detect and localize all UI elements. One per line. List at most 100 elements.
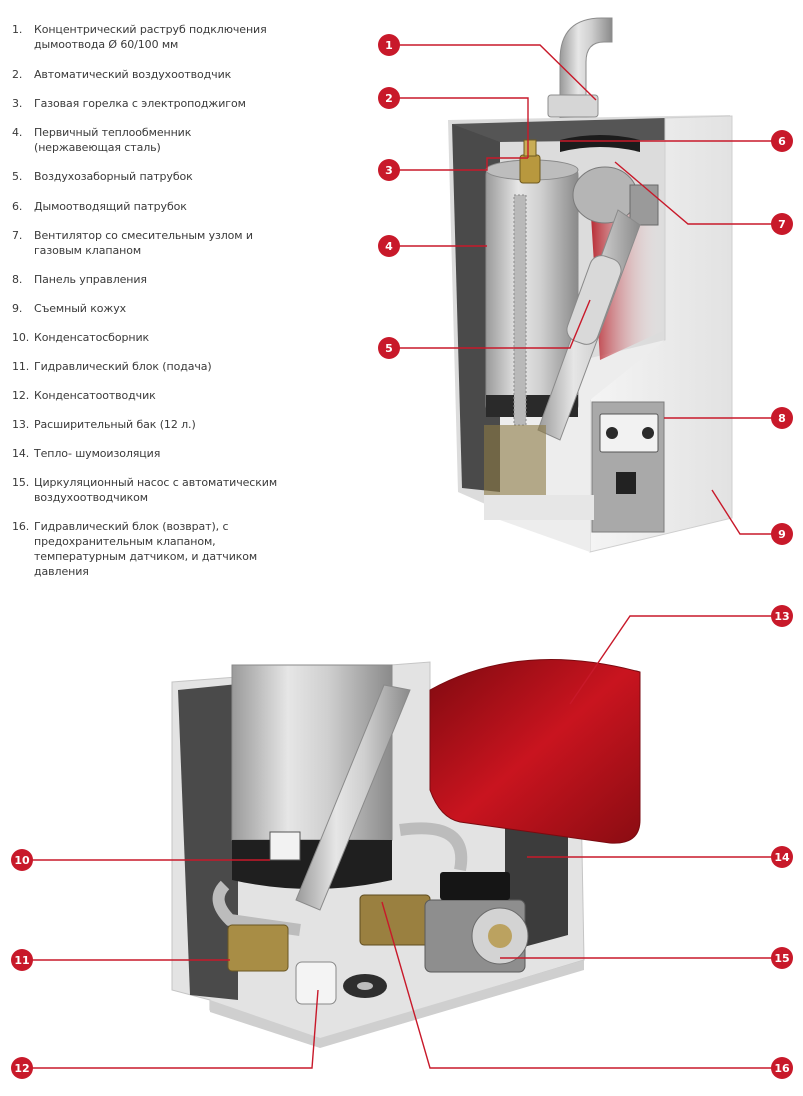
legend-number: 1. xyxy=(12,23,23,36)
legend-text: Газовая горелка с электроподжигом xyxy=(34,97,246,110)
legend-text: Съемный кожух xyxy=(34,302,127,315)
callout-number: 7 xyxy=(778,218,786,231)
legend-text: Циркуляционный насос с автоматическим во… xyxy=(34,476,278,504)
callout-number: 2 xyxy=(385,92,393,105)
legend-number: 16. xyxy=(12,520,30,533)
cutaway-air-pipe xyxy=(295,684,411,911)
red-interior xyxy=(590,190,665,360)
leader-line-16 xyxy=(381,901,782,1069)
callout-number: 15 xyxy=(774,952,789,965)
expansion-tank xyxy=(429,659,641,844)
callout-1: 1 xyxy=(378,34,400,56)
legend-item: 14. Тепло- шумоизоляция xyxy=(12,446,280,461)
callout-2: 2 xyxy=(378,87,400,109)
callout-5: 5 xyxy=(378,337,400,359)
casing-bottom xyxy=(484,495,594,520)
callout-13: 13 xyxy=(771,605,793,627)
legend-text: Конденсатосборник xyxy=(34,331,150,344)
legend-item: 13. Расширительный бак (12 л.) xyxy=(12,417,280,432)
circulation-pump-cap xyxy=(488,924,512,948)
callout-9: 9 xyxy=(771,523,793,545)
fan-housing xyxy=(572,166,638,224)
callout-number: 5 xyxy=(385,342,393,355)
component-legend: 1. Концентрический раструб подключения д… xyxy=(12,22,280,579)
leader-line-1 xyxy=(389,44,597,101)
callout-number: 9 xyxy=(778,528,786,541)
callout-12: 12 xyxy=(11,1057,33,1079)
leader-line-12 xyxy=(22,989,319,1069)
legend-item: 3. Газовая горелка с электроподжигом xyxy=(12,96,280,111)
leader-line-5 xyxy=(389,299,591,349)
legend-item: 5. Воздухозаборный патрубок xyxy=(12,169,280,184)
legend-item: 6. Дымоотводящий патрубок xyxy=(12,199,280,214)
bottom-cutaway-illustration xyxy=(171,659,641,1048)
air-vent-valve xyxy=(523,139,537,157)
legend-text: Гидравлический блок (подача) xyxy=(34,360,212,373)
flue-duct xyxy=(560,135,640,152)
callout-number: 12 xyxy=(14,1062,29,1075)
legend-number: 2. xyxy=(12,68,23,81)
legend-number: 12. xyxy=(12,389,30,402)
legend-number: 5. xyxy=(12,170,23,183)
callout-number: 8 xyxy=(778,412,786,425)
legend-item: 10. Конденсатосборник xyxy=(12,330,280,345)
control-knob-right xyxy=(642,427,654,439)
leader-line-13 xyxy=(569,615,782,705)
condensate-trap xyxy=(295,961,337,1005)
legend-text: Гидравлический блок (возврат), с предохр… xyxy=(34,520,258,578)
legend-number: 4. xyxy=(12,126,23,139)
callout-11: 11 xyxy=(11,949,33,971)
callout-number: 16 xyxy=(774,1062,790,1075)
legend-number: 6. xyxy=(12,200,23,213)
leader-line-9 xyxy=(711,489,782,535)
callout-number: 11 xyxy=(14,954,29,967)
callout-number: 6 xyxy=(778,135,786,148)
legend-text: Дымоотводящий патрубок xyxy=(34,200,187,213)
callout-badges: 1 2 3 4 5 6 7 8 9 10 11 12 13 14 15 16 xyxy=(11,34,793,1079)
callout-number: 3 xyxy=(385,164,393,177)
cutaway-corrugated-pipe-left xyxy=(212,880,301,936)
legend-number: 7. xyxy=(12,229,23,242)
condensate-collector-bracket xyxy=(269,831,301,861)
callout-15: 15 xyxy=(771,947,793,969)
power-switch xyxy=(616,472,636,494)
callout-number: 4 xyxy=(385,240,393,253)
legend-number: 11. xyxy=(12,360,30,373)
leader-lines xyxy=(22,44,782,1069)
callout-number: 1 xyxy=(385,39,393,52)
flue-collar xyxy=(547,94,599,118)
legend-text: Автоматический воздухоотводчик xyxy=(34,68,232,81)
legend-item: 15. Циркуляционный насос с автоматически… xyxy=(12,475,280,505)
legend-number: 10. xyxy=(12,331,30,344)
bottom-fittings xyxy=(484,425,546,495)
legend-text: Расширительный бак (12 л.) xyxy=(34,418,196,431)
control-knob-left xyxy=(606,427,618,439)
drain-gasket-hole xyxy=(357,982,373,990)
leader-line-2 xyxy=(389,97,529,158)
legend-number: 14. xyxy=(12,447,30,460)
control-panel-display xyxy=(599,413,659,453)
legend-item: 8. Панель управления xyxy=(12,272,280,287)
leader-line-7 xyxy=(614,161,782,225)
callout-8: 8 xyxy=(771,407,793,429)
supply-hydraulic-block xyxy=(227,924,289,972)
legend-item: 11. Гидравлический блок (подача) xyxy=(12,359,280,374)
legend-text: Вентилятор со смесительным узлом и газов… xyxy=(34,229,253,257)
legend-number: 3. xyxy=(12,97,23,110)
callout-number: 10 xyxy=(14,854,30,867)
legend-text: Тепло- шумоизоляция xyxy=(34,447,161,460)
legend-item: 12. Конденсатоотводчик xyxy=(12,388,280,403)
top-boiler-illustration xyxy=(448,17,733,553)
callout-6: 6 xyxy=(771,130,793,152)
legend-number: 8. xyxy=(12,273,23,286)
legend-text: Панель управления xyxy=(34,273,147,286)
callout-number: 14 xyxy=(774,851,790,864)
legend-number: 13. xyxy=(12,418,30,431)
legend-item: 9. Съемный кожух xyxy=(12,301,280,316)
callout-7: 7 xyxy=(771,213,793,235)
legend-text: Конденсатоотводчик xyxy=(34,389,156,402)
legend-item: 2. Автоматический воздухоотводчик xyxy=(12,67,280,82)
legend-text: Концентрический раструб подключения дымо… xyxy=(34,23,267,51)
pump-electrical-box xyxy=(440,872,510,900)
leader-line-3 xyxy=(389,157,528,171)
